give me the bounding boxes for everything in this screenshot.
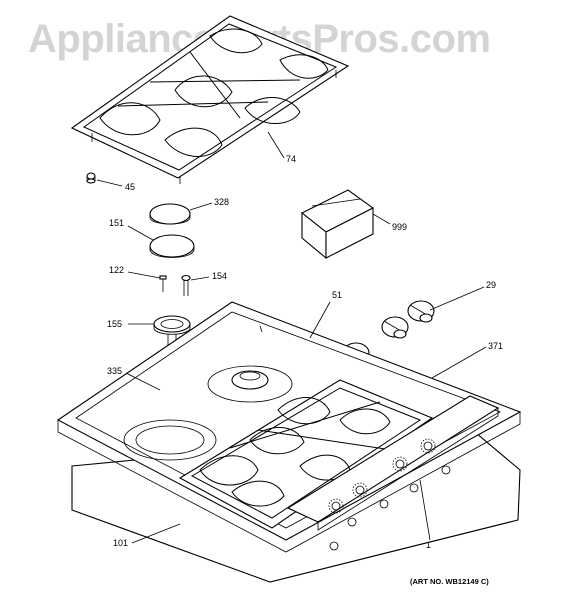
- callout-371: 371: [488, 341, 503, 351]
- callout-151: 151: [109, 218, 124, 228]
- leader-lines: [96, 131, 487, 544]
- callout-122: 122: [109, 265, 124, 275]
- knob-box[interactable]: [300, 189, 375, 260]
- callout-154: 154: [212, 271, 227, 281]
- callout-51: 51: [332, 290, 342, 300]
- control-panel[interactable]: [286, 395, 500, 551]
- burner-cap-large[interactable]: [149, 234, 195, 258]
- burner-screw[interactable]: [181, 274, 191, 297]
- callout-101: 101: [113, 538, 128, 548]
- callout-335: 335: [107, 366, 122, 376]
- grate-foot[interactable]: [86, 172, 96, 184]
- callout-29: 29: [486, 280, 496, 290]
- art-number: (ART NO. WB12149 C): [410, 577, 489, 586]
- top-grate[interactable]: [70, 15, 350, 184]
- callout-45: 45: [125, 182, 135, 192]
- callout-155: 155: [107, 319, 122, 329]
- callout-74: 74: [286, 154, 296, 164]
- cooktop-grate[interactable]: [178, 379, 434, 529]
- callout-999: 999: [392, 222, 407, 232]
- burner-cap-small[interactable]: [149, 203, 191, 225]
- electrode-screw[interactable]: [159, 275, 167, 292]
- callout-1: 1: [426, 540, 431, 550]
- callout-labels: 74 45 328 151 122 154 155 335 999 29 51 …: [107, 154, 503, 550]
- callout-328: 328: [214, 197, 229, 207]
